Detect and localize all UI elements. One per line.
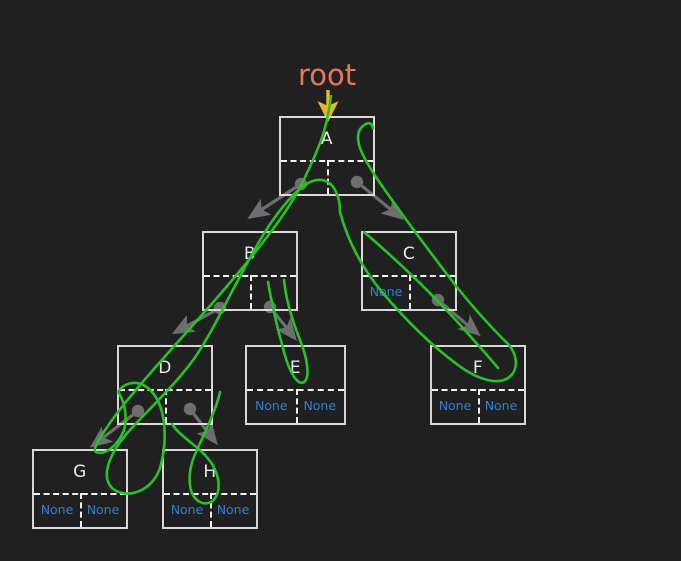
node-value: G xyxy=(73,461,87,482)
tree-node-c[interactable]: C None xyxy=(361,231,457,311)
node-left-pointer-cell: None xyxy=(254,398,288,414)
node-value: A xyxy=(320,128,334,149)
tree-node-e[interactable]: E None None xyxy=(245,345,346,425)
node-value: B xyxy=(243,243,257,264)
node-right-pointer-cell xyxy=(327,160,373,194)
node-right-pointer-cell: None xyxy=(484,398,518,414)
node-left-pointer-cell xyxy=(119,389,165,423)
node-left-pointer-cell: None xyxy=(40,502,74,518)
node-right-pointer-cell xyxy=(409,275,455,309)
node-value: H xyxy=(203,461,217,482)
tree-node-h[interactable]: H None None xyxy=(162,449,258,529)
node-divider-vertical xyxy=(80,492,82,527)
tree-node-f[interactable]: F None None xyxy=(430,345,526,425)
node-left-pointer-cell: None xyxy=(438,398,472,414)
node-divider-vertical xyxy=(210,492,212,527)
node-left-pointer-cell: None xyxy=(170,502,204,518)
node-value: F xyxy=(472,357,484,378)
tree-node-a[interactable]: A xyxy=(279,116,375,196)
node-right-pointer-cell: None xyxy=(216,502,250,518)
tree-node-b[interactable]: B xyxy=(202,231,298,311)
node-left-pointer-cell xyxy=(204,275,250,309)
node-value: E xyxy=(289,357,302,378)
root-label: root xyxy=(298,58,357,92)
node-right-pointer-cell: None xyxy=(303,398,337,414)
node-right-pointer-cell: None xyxy=(86,502,120,518)
node-value: D xyxy=(158,357,172,378)
node-value: C xyxy=(402,243,416,264)
node-left-pointer-cell: None xyxy=(369,284,403,300)
node-divider-vertical xyxy=(478,388,480,423)
tree-node-d[interactable]: D xyxy=(117,345,213,425)
node-left-pointer-cell xyxy=(281,160,327,194)
node-right-pointer-cell xyxy=(165,389,211,423)
node-right-pointer-cell xyxy=(250,275,296,309)
tree-node-g[interactable]: G None None xyxy=(32,449,128,529)
